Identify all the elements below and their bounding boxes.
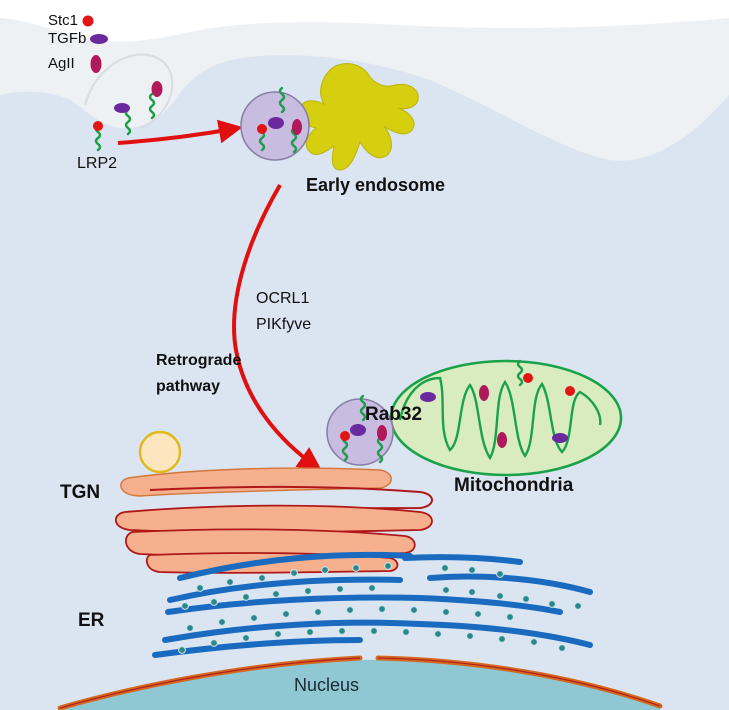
retrograde-label: Retrograde xyxy=(156,352,242,369)
lrp2-label: LRP2 xyxy=(77,155,118,172)
er-label: ER xyxy=(78,610,105,631)
ribosome-dot xyxy=(522,595,530,603)
nucleus-label: Nucleus xyxy=(294,675,360,695)
early-endosome-label: Early endosome xyxy=(306,175,446,195)
ribosome-dot xyxy=(346,606,354,614)
rab32-tgfb xyxy=(350,424,366,436)
ribosome-dot xyxy=(242,634,250,642)
tgn-stack xyxy=(114,467,433,574)
ribosome-dot xyxy=(498,635,506,643)
ribosome-dot xyxy=(368,584,376,592)
vesicle-tgfb xyxy=(268,117,284,129)
tgn-label: TGN xyxy=(60,482,101,503)
ribosome-dot xyxy=(274,630,282,638)
legend-stc1-swatch xyxy=(82,15,94,27)
ribosome-dot xyxy=(442,586,450,594)
vesicle-stc1 xyxy=(257,124,267,134)
ribosome-dot xyxy=(210,598,218,606)
rab32-label: Rab32 xyxy=(365,404,423,425)
mito-tgfb-1 xyxy=(420,392,436,402)
stc1-ligand-pit xyxy=(93,121,103,131)
ribosome-dot xyxy=(314,608,322,616)
tgfb-ligand-pit xyxy=(114,103,130,113)
vesicle-agii xyxy=(292,119,302,135)
legend-tgfb-swatch xyxy=(90,34,108,44)
pathway-label: pathway xyxy=(156,378,221,395)
mito-agii-2 xyxy=(497,432,507,448)
nuclear-envelope-left-inner xyxy=(59,657,361,709)
ribosome-dot xyxy=(352,564,360,572)
ribosome-dot xyxy=(304,587,312,595)
ribosome-dot xyxy=(378,605,386,613)
rab32-stc1 xyxy=(340,431,350,441)
ribosome-dot xyxy=(558,644,566,652)
agii-ligand-pit xyxy=(151,81,163,97)
ribosome-dot xyxy=(258,574,266,582)
ribosome-dot xyxy=(321,566,329,574)
ribosome-dot xyxy=(242,593,250,601)
endocytosis-arrow xyxy=(117,119,243,145)
ribosome-dot xyxy=(548,600,556,608)
er-stack xyxy=(152,551,593,658)
legend-agii-label: AgII xyxy=(48,55,75,72)
extracellular-space xyxy=(0,0,729,42)
ribosome-dot xyxy=(306,628,314,636)
ribosome-dot xyxy=(226,578,234,586)
ribosome-dot xyxy=(196,584,204,592)
ribosome-dot xyxy=(210,639,218,647)
ribosome-dot xyxy=(250,614,258,622)
ribosome-dot xyxy=(496,592,504,600)
ribosome-dot xyxy=(384,562,392,570)
retrograde-arrow xyxy=(232,183,322,471)
ribosome-dot xyxy=(338,627,346,635)
mito-tgfb-2 xyxy=(552,433,568,443)
endocytic-pit xyxy=(84,53,174,129)
ribosome-dot xyxy=(186,624,194,632)
ribosome-dot xyxy=(530,638,538,646)
ribosome-dot xyxy=(506,613,514,621)
mitochondrion-outer xyxy=(389,359,623,477)
ribosome-dot xyxy=(410,606,418,614)
ribosome-dot xyxy=(336,585,344,593)
ribosome-dot xyxy=(496,570,504,578)
mito-stc1-2 xyxy=(565,386,575,396)
ribosome-dot xyxy=(441,564,449,572)
ribosome-dot xyxy=(442,608,450,616)
ribosome-dot xyxy=(272,590,280,598)
lipid-droplet xyxy=(138,430,182,474)
nuclear-envelope-right-inner xyxy=(377,657,661,707)
mitochondria-label: Mitochondria xyxy=(454,475,574,496)
ribosome-dot xyxy=(290,569,298,577)
nucleus-body xyxy=(60,659,660,710)
ribosome-dot xyxy=(434,630,442,638)
ribosome-dot xyxy=(468,588,476,596)
ribosome-dot xyxy=(574,602,582,610)
ribosome-dot xyxy=(402,628,410,636)
pikfyve-label: PIKfyve xyxy=(256,316,312,333)
ribosome-dot xyxy=(468,566,476,574)
rab32-agii xyxy=(377,425,387,441)
mito-stc1-1 xyxy=(523,373,533,383)
ribosome-dot xyxy=(466,632,474,640)
ribosome-dot xyxy=(178,646,186,654)
ribosome-dot xyxy=(370,627,378,635)
legend-stc1-label: Stc1 xyxy=(48,12,79,29)
cell-surface-region xyxy=(0,0,729,161)
ribosomes xyxy=(178,562,582,654)
ribosome-dot xyxy=(218,618,226,626)
legend-tgfb-label: TGFb xyxy=(48,30,87,47)
ribosome-dot xyxy=(181,602,189,610)
ribosome-dot xyxy=(282,610,290,618)
ocrl1-label: OCRL1 xyxy=(256,290,310,307)
legend-agii-swatch xyxy=(90,55,102,73)
mitochondrion-cristae xyxy=(398,376,602,461)
ribosome-dot xyxy=(474,610,482,618)
mito-agii-1 xyxy=(479,385,489,401)
